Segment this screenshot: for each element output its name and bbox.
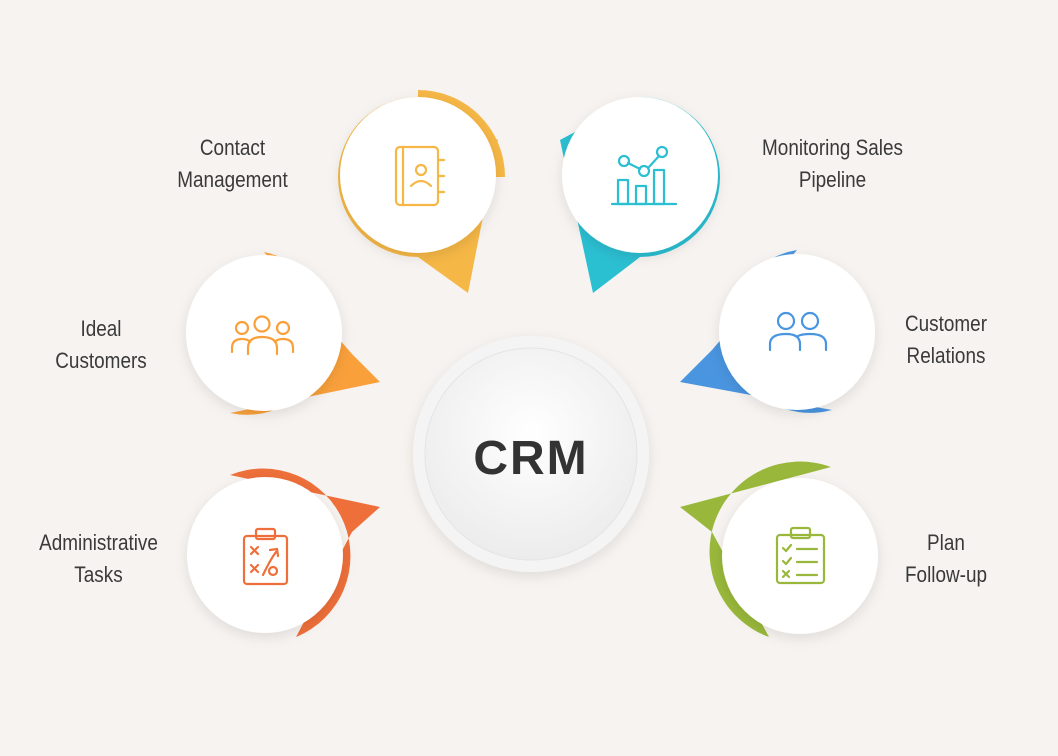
node-customer-relations	[680, 250, 875, 413]
administrative-tasks-ring	[230, 468, 380, 637]
group-icon	[230, 315, 295, 356]
node-plan-follow-up	[680, 461, 878, 637]
node-administrative-tasks	[187, 468, 380, 637]
node-contact-management	[338, 90, 505, 293]
contact-book-icon	[394, 145, 446, 207]
ideal-customers-ring	[230, 252, 380, 415]
clipboard-strategy-icon	[242, 527, 289, 586]
users-icon	[768, 311, 828, 352]
crm-title: CRM	[473, 432, 588, 485]
node-monitoring-sales-pipeline	[560, 97, 720, 293]
customer-relations-ring	[680, 250, 832, 413]
bar-chart-icon	[610, 145, 678, 206]
plan-follow-up-ring	[680, 461, 831, 637]
node-ideal-customers	[186, 252, 380, 415]
checklist-icon	[775, 526, 826, 585]
crm-hub: CRM	[413, 336, 649, 572]
